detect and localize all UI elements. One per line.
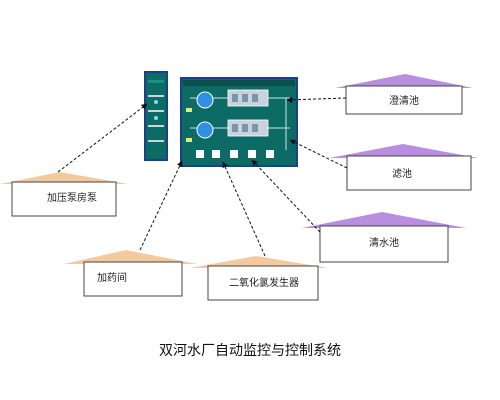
dosing-room-label: 加药间 bbox=[97, 271, 127, 284]
arrow-booster-pump-room bbox=[57, 103, 148, 173]
booster-pump-room-node[interactable]: 加压泵房泵 bbox=[0, 172, 128, 217]
arrow-chlorine-dioxide-generator bbox=[222, 161, 266, 257]
filter-node[interactable]: 滤池 bbox=[329, 144, 478, 191]
arrow-filter bbox=[289, 139, 348, 169]
clear-water-tank-label: 清水池 bbox=[369, 236, 399, 249]
diagram-caption: 双河水厂自动监控与控制系统 bbox=[159, 343, 341, 359]
filter-label: 滤池 bbox=[392, 167, 412, 180]
side-screen[interactable] bbox=[144, 71, 168, 161]
clarifier-node[interactable]: 澄清池 bbox=[335, 74, 473, 115]
arrow-dosing-room bbox=[139, 160, 183, 251]
chlorine-dioxide-generator-label: 二氧化氯发生器 bbox=[229, 276, 299, 289]
arrow-clear-water-tank bbox=[251, 159, 321, 233]
scada-screen[interactable] bbox=[180, 77, 298, 167]
chlorine-dioxide-generator-node[interactable]: 二氧化氯发生器 bbox=[190, 256, 328, 301]
dosing-room-node[interactable]: 加药间 bbox=[64, 250, 197, 297]
booster-pump-room-label: 加压泵房泵 bbox=[47, 191, 97, 204]
clarifier-label: 澄清池 bbox=[389, 94, 419, 107]
clear-water-tank-node[interactable]: 清水池 bbox=[302, 212, 466, 263]
